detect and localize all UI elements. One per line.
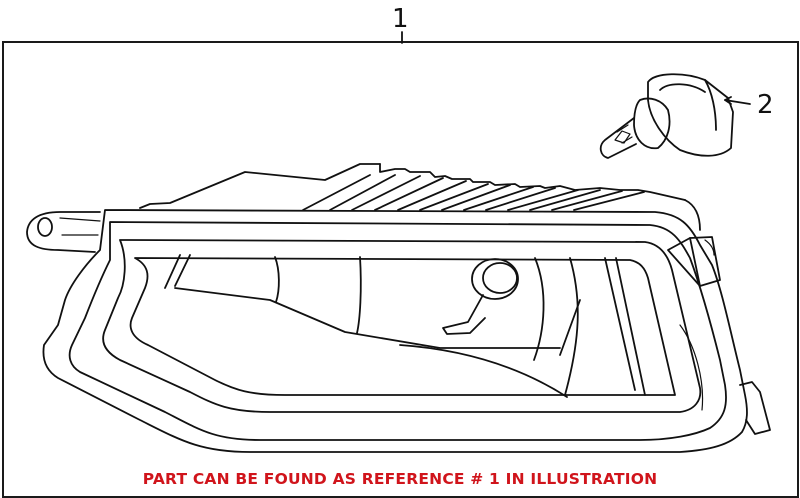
- lens-detail: [164, 254, 646, 398]
- mounting-tab: [26, 211, 101, 253]
- callout-label-2: 2: [757, 90, 774, 120]
- housing-top: [139, 163, 701, 231]
- illustration-frame: [2, 41, 799, 498]
- reference-caption: PART CAN BE FOUND AS REFERENCE # 1 IN IL…: [142, 470, 658, 488]
- bulb-icon: [599, 73, 751, 159]
- bezel: [42, 209, 748, 453]
- side-clip: [667, 236, 771, 435]
- callout-label-1: 1: [392, 4, 409, 34]
